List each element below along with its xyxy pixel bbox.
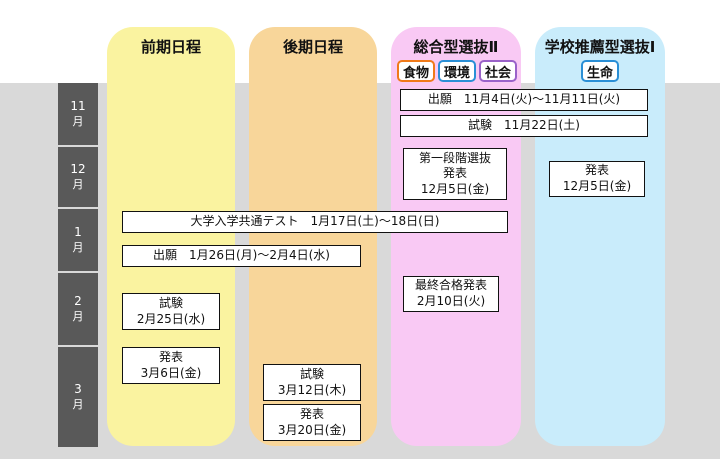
- event-line: 12月5日(金): [420, 181, 490, 196]
- event-line: 3月12日(木): [277, 382, 347, 397]
- tag-seimei: 生命: [581, 60, 619, 82]
- month-unit: 月: [72, 397, 84, 411]
- month-december: 12 月: [58, 147, 98, 207]
- tag-shakai: 社会: [479, 60, 517, 82]
- month-unit: 月: [72, 177, 84, 191]
- event-line: 最終合格発表: [414, 278, 487, 293]
- month-unit: 月: [72, 114, 84, 128]
- month-unit: 月: [72, 240, 84, 254]
- month-february: 2 月: [58, 273, 98, 345]
- month-number: 11: [70, 99, 86, 114]
- event-line: 試験: [299, 366, 324, 381]
- event-kouki-result: 発表 3月20日(金): [263, 404, 361, 441]
- event-common-test: 大学入学共通テスト 1月17日(土)～18日(日): [122, 211, 508, 233]
- event-line: 発表: [158, 349, 183, 364]
- event-gakkou-result: 発表 12月5日(金): [549, 161, 645, 197]
- month-january: 1 月: [58, 209, 98, 271]
- event-sougou-final: 最終合格発表 2月10日(火): [403, 276, 499, 312]
- column-title-sougou: 総合型選抜Ⅱ: [413, 38, 499, 56]
- event-line: 2月25日(水): [136, 311, 206, 326]
- event-line: 発表: [299, 406, 324, 421]
- event-sougou-exam: 試験 11月22日(土): [400, 115, 648, 137]
- month-number: 2: [74, 294, 82, 309]
- event-line: 発表: [442, 166, 467, 181]
- month-unit: 月: [72, 309, 84, 323]
- event-line: 2月10日(火): [416, 294, 486, 308]
- event-zenki-exam: 試験 2月25日(水): [122, 293, 220, 330]
- tag-shokumotsu: 食物: [397, 60, 435, 82]
- event-line: 第一段階選抜: [418, 150, 491, 165]
- tag-kankyo: 環境: [438, 60, 476, 82]
- column-title-gakkou: 学校推薦型選抜Ⅰ: [544, 38, 656, 56]
- month-november: 11 月: [58, 83, 98, 145]
- event-sougou-apply: 出願 11月4日(火)～11月11日(火): [400, 89, 648, 111]
- event-line: 3月20日(金): [277, 422, 347, 437]
- month-number: 1: [74, 225, 82, 240]
- column-title-kouki: 後期日程: [282, 38, 343, 56]
- event-line: 試験: [158, 295, 183, 310]
- event-general-apply: 出願 1月26日(月)～2月4日(水): [122, 245, 361, 267]
- event-sougou-first-stage: 第一段階選抜 発表 12月5日(金): [403, 148, 507, 200]
- month-march: 3 月: [58, 347, 98, 447]
- month-number: 12: [70, 162, 86, 177]
- month-number: 3: [74, 382, 82, 397]
- event-line: 3月6日(金): [140, 365, 202, 380]
- event-kouki-exam: 試験 3月12日(木): [263, 364, 361, 401]
- event-zenki-result: 発表 3月6日(金): [122, 347, 220, 384]
- event-line: 発表: [584, 163, 609, 178]
- event-line: 12月5日(金): [562, 179, 632, 193]
- column-title-zenki: 前期日程: [140, 38, 201, 56]
